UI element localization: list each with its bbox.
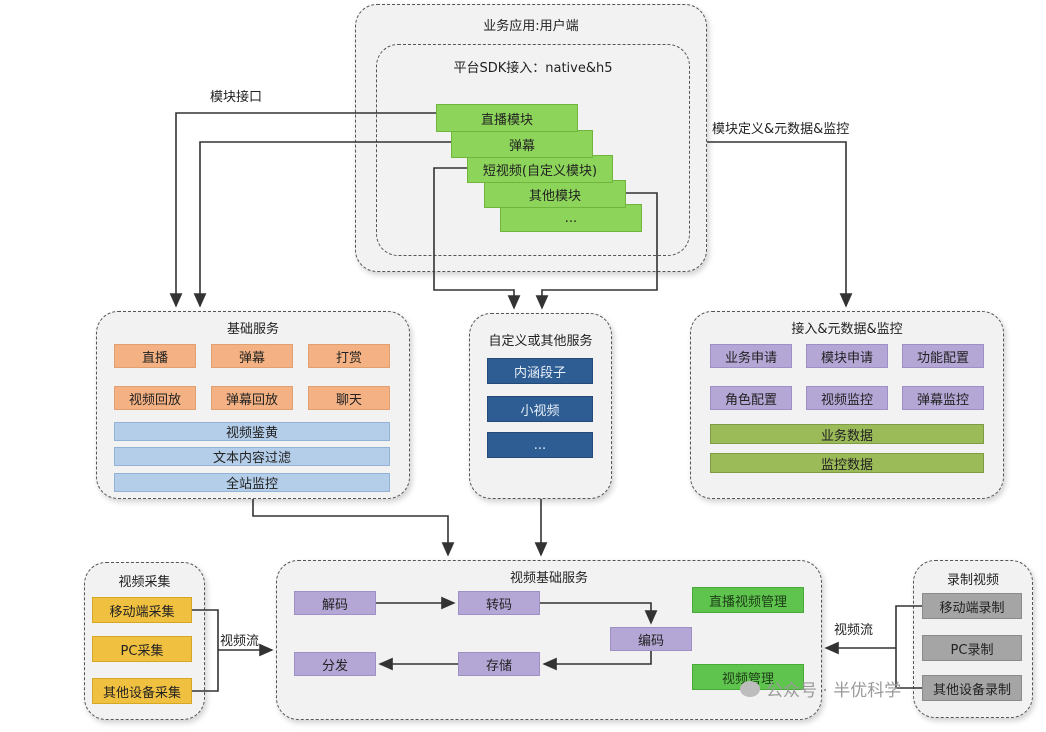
conn-live-to-basic — [169, 112, 436, 308]
watermark: 公众号 · 半优科学 — [740, 676, 901, 701]
access-danmaku-monitor: 弹幕监控 — [902, 386, 984, 410]
record-other: 其他设备录制 — [922, 675, 1022, 701]
sdk-group: 平台SDK接入：native&h5 — [376, 44, 690, 256]
module-label: 直播模块 — [480, 112, 533, 128]
conn-encode-to-storage — [542, 651, 652, 671]
label-module-interface: 模块接口 — [210, 90, 263, 105]
video-capture-title: 视频采集 — [118, 575, 171, 590]
module-card-live: 直播模块 — [436, 104, 578, 132]
service-site-monitor: 全站监控 — [114, 473, 390, 492]
video-base-group: 视频基础服务 — [276, 560, 822, 720]
user-app-title: 业务应用:用户端 — [483, 19, 579, 34]
vb-decode: 解码 — [294, 591, 376, 615]
module-card-more: ... — [500, 204, 642, 232]
service-tip: 打赏 — [308, 344, 390, 368]
vb-encode: 编码 — [610, 627, 692, 651]
record-pc: PC录制 — [922, 635, 1022, 661]
capture-other: 其他设备采集 — [92, 678, 192, 704]
access-func-config: 功能配置 — [902, 344, 984, 368]
module-label: 弹幕 — [508, 138, 535, 154]
video-base-title: 视频基础服务 — [509, 571, 588, 586]
conn-shortvideo-to-custom — [433, 167, 521, 310]
access-role-config: 角色配置 — [710, 386, 792, 410]
wechat-icon — [740, 680, 760, 697]
module-card-short-video: 短视频(自定义模块) — [467, 155, 613, 183]
custom-neihan: 内涵段子 — [487, 358, 593, 384]
recording-title: 录制视频 — [946, 573, 999, 588]
access-monitor-data: 监控数据 — [710, 453, 984, 473]
custom-small-video: 小视频 — [487, 396, 593, 422]
vb-distribute: 分发 — [294, 652, 376, 676]
custom-more: ... — [487, 432, 593, 458]
service-video-replay: 视频回放 — [114, 386, 196, 410]
access-module-apply: 模块申请 — [806, 344, 888, 368]
vb-transcode: 转码 — [458, 591, 540, 615]
access-biz-data: 业务数据 — [710, 424, 984, 444]
capture-mobile: 移动端采集 — [92, 597, 192, 623]
basic-services-title: 基础服务 — [226, 322, 279, 337]
capture-pc: PC采集 — [92, 636, 192, 662]
module-label: ... — [564, 210, 578, 226]
vb-storage: 存储 — [458, 652, 540, 676]
service-text-filter: 文本内容过滤 — [114, 447, 390, 466]
sdk-title: 平台SDK接入：native&h5 — [453, 61, 613, 76]
record-mobile: 移动端录制 — [922, 593, 1022, 619]
service-chat: 聊天 — [308, 386, 390, 410]
conn-app-to-access — [707, 141, 853, 308]
vb-live-mgmt: 直播视频管理 — [692, 587, 804, 613]
conn-other-to-custom — [535, 192, 658, 310]
conn-basic-to-videobase — [252, 499, 455, 557]
label-video-stream-left: 视频流 — [220, 634, 260, 649]
conn-record-bracket — [895, 605, 922, 689]
label-module-def: 模块定义&元数据&监控 — [712, 122, 850, 137]
access-title: 接入&元数据&监控 — [791, 322, 903, 337]
conn-transcode-to-encode — [540, 602, 658, 625]
service-danmaku-replay: 弹幕回放 — [211, 386, 293, 410]
access-biz-apply: 业务申请 — [710, 344, 792, 368]
module-label: 其他模块 — [528, 188, 581, 204]
label-video-stream-right: 视频流 — [834, 623, 874, 638]
access-video-monitor: 视频监控 — [806, 386, 888, 410]
watermark-text: 公众号 · 半优科学 — [766, 681, 902, 701]
service-live: 直播 — [114, 344, 196, 368]
conn-capture-bracket — [192, 609, 219, 692]
module-label: 短视频(自定义模块) — [482, 163, 598, 179]
service-danmaku: 弹幕 — [211, 344, 293, 368]
conn-danmaku-to-basic — [193, 141, 451, 308]
custom-services-title: 自定义或其他服务 — [488, 334, 593, 349]
service-porn-detect: 视频鉴黄 — [114, 422, 390, 441]
